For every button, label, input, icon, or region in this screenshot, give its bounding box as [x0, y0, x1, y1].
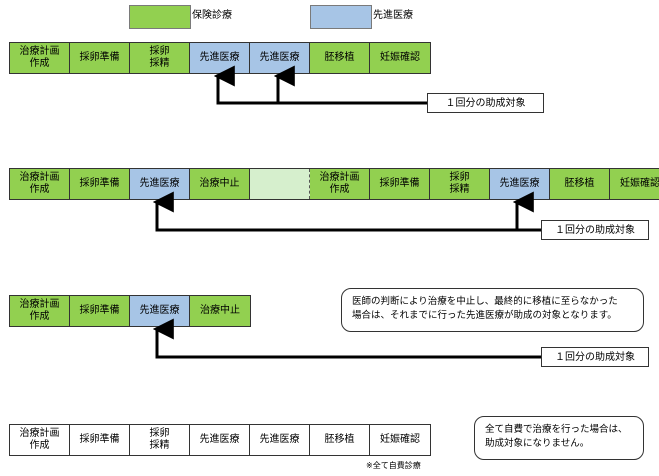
flow-3-note: 医師の判断により治療を中止し、最終的に移植に至らなかった 場合は、それまでに行っ…	[341, 288, 644, 332]
flow-3-subsidy-label: １回分の助成対象	[541, 347, 649, 367]
legend-insured-label: 保険診療	[192, 10, 232, 21]
flow-4-footnote: ※全て自費診療	[366, 461, 421, 470]
flow-2-step: 治療中止	[190, 169, 250, 199]
flow-2-step: 採卵準備	[70, 169, 130, 199]
flow-1-step: 先進医療	[250, 43, 310, 73]
flow-3-step: 治療計画 作成	[10, 296, 70, 326]
flow-1-step: 治療計画 作成	[10, 43, 70, 73]
flow-1-step: 胚移植	[310, 43, 370, 73]
flow-4-step: 胚移植	[310, 425, 370, 455]
flow-4-step: 妊娠確認	[370, 425, 430, 455]
flow-4-step: 治療計画 作成	[10, 425, 70, 455]
flow-2-step: 治療計画 作成	[10, 169, 70, 199]
flow-4-note: 全て自費で治療を行った場合は、 助成対象になりません。	[474, 416, 644, 460]
flow-1-subsidy-label: １回分の助成対象	[427, 93, 544, 113]
flow-3-arrow-line	[152, 318, 541, 359]
flow-3-step: 採卵準備	[70, 296, 130, 326]
flow-4-step: 採卵 採精	[130, 425, 190, 455]
flow-2-step: 妊娠確認	[610, 169, 659, 199]
flow-2-gap	[250, 169, 310, 199]
flow-4-step: 先進医療	[190, 425, 250, 455]
flow-2-step: 胚移植	[550, 169, 610, 199]
flow-2-step: 採卵 採精	[430, 169, 490, 199]
flow-4-step: 先進医療	[250, 425, 310, 455]
flow-2-step: 治療計画 作成	[310, 169, 370, 199]
flow-2-subsidy-label: １回分の助成対象	[541, 220, 649, 240]
flow-4-step: 採卵準備	[70, 425, 130, 455]
flow-3-step: 治療中止	[190, 296, 250, 326]
legend-advanced-label: 先進医療	[373, 10, 413, 21]
legend-advanced-swatch	[310, 5, 372, 29]
flow-1-step: 妊娠確認	[370, 43, 430, 73]
flow-3: 治療計画 作成 採卵準備 先進医療 治療中止	[9, 295, 251, 327]
flow-2-arrow-line	[152, 191, 541, 232]
flow-1-step: 採卵 採精	[130, 43, 190, 73]
flow-1-step: 採卵準備	[70, 43, 130, 73]
flow-1-arrow-line	[213, 65, 427, 105]
legend-insured-swatch	[129, 5, 191, 29]
flow-2-step: 採卵準備	[370, 169, 430, 199]
flow-4: 治療計画 作成 採卵準備 採卵 採精 先進医療 先進医療 胚移植 妊娠確認	[9, 424, 431, 456]
